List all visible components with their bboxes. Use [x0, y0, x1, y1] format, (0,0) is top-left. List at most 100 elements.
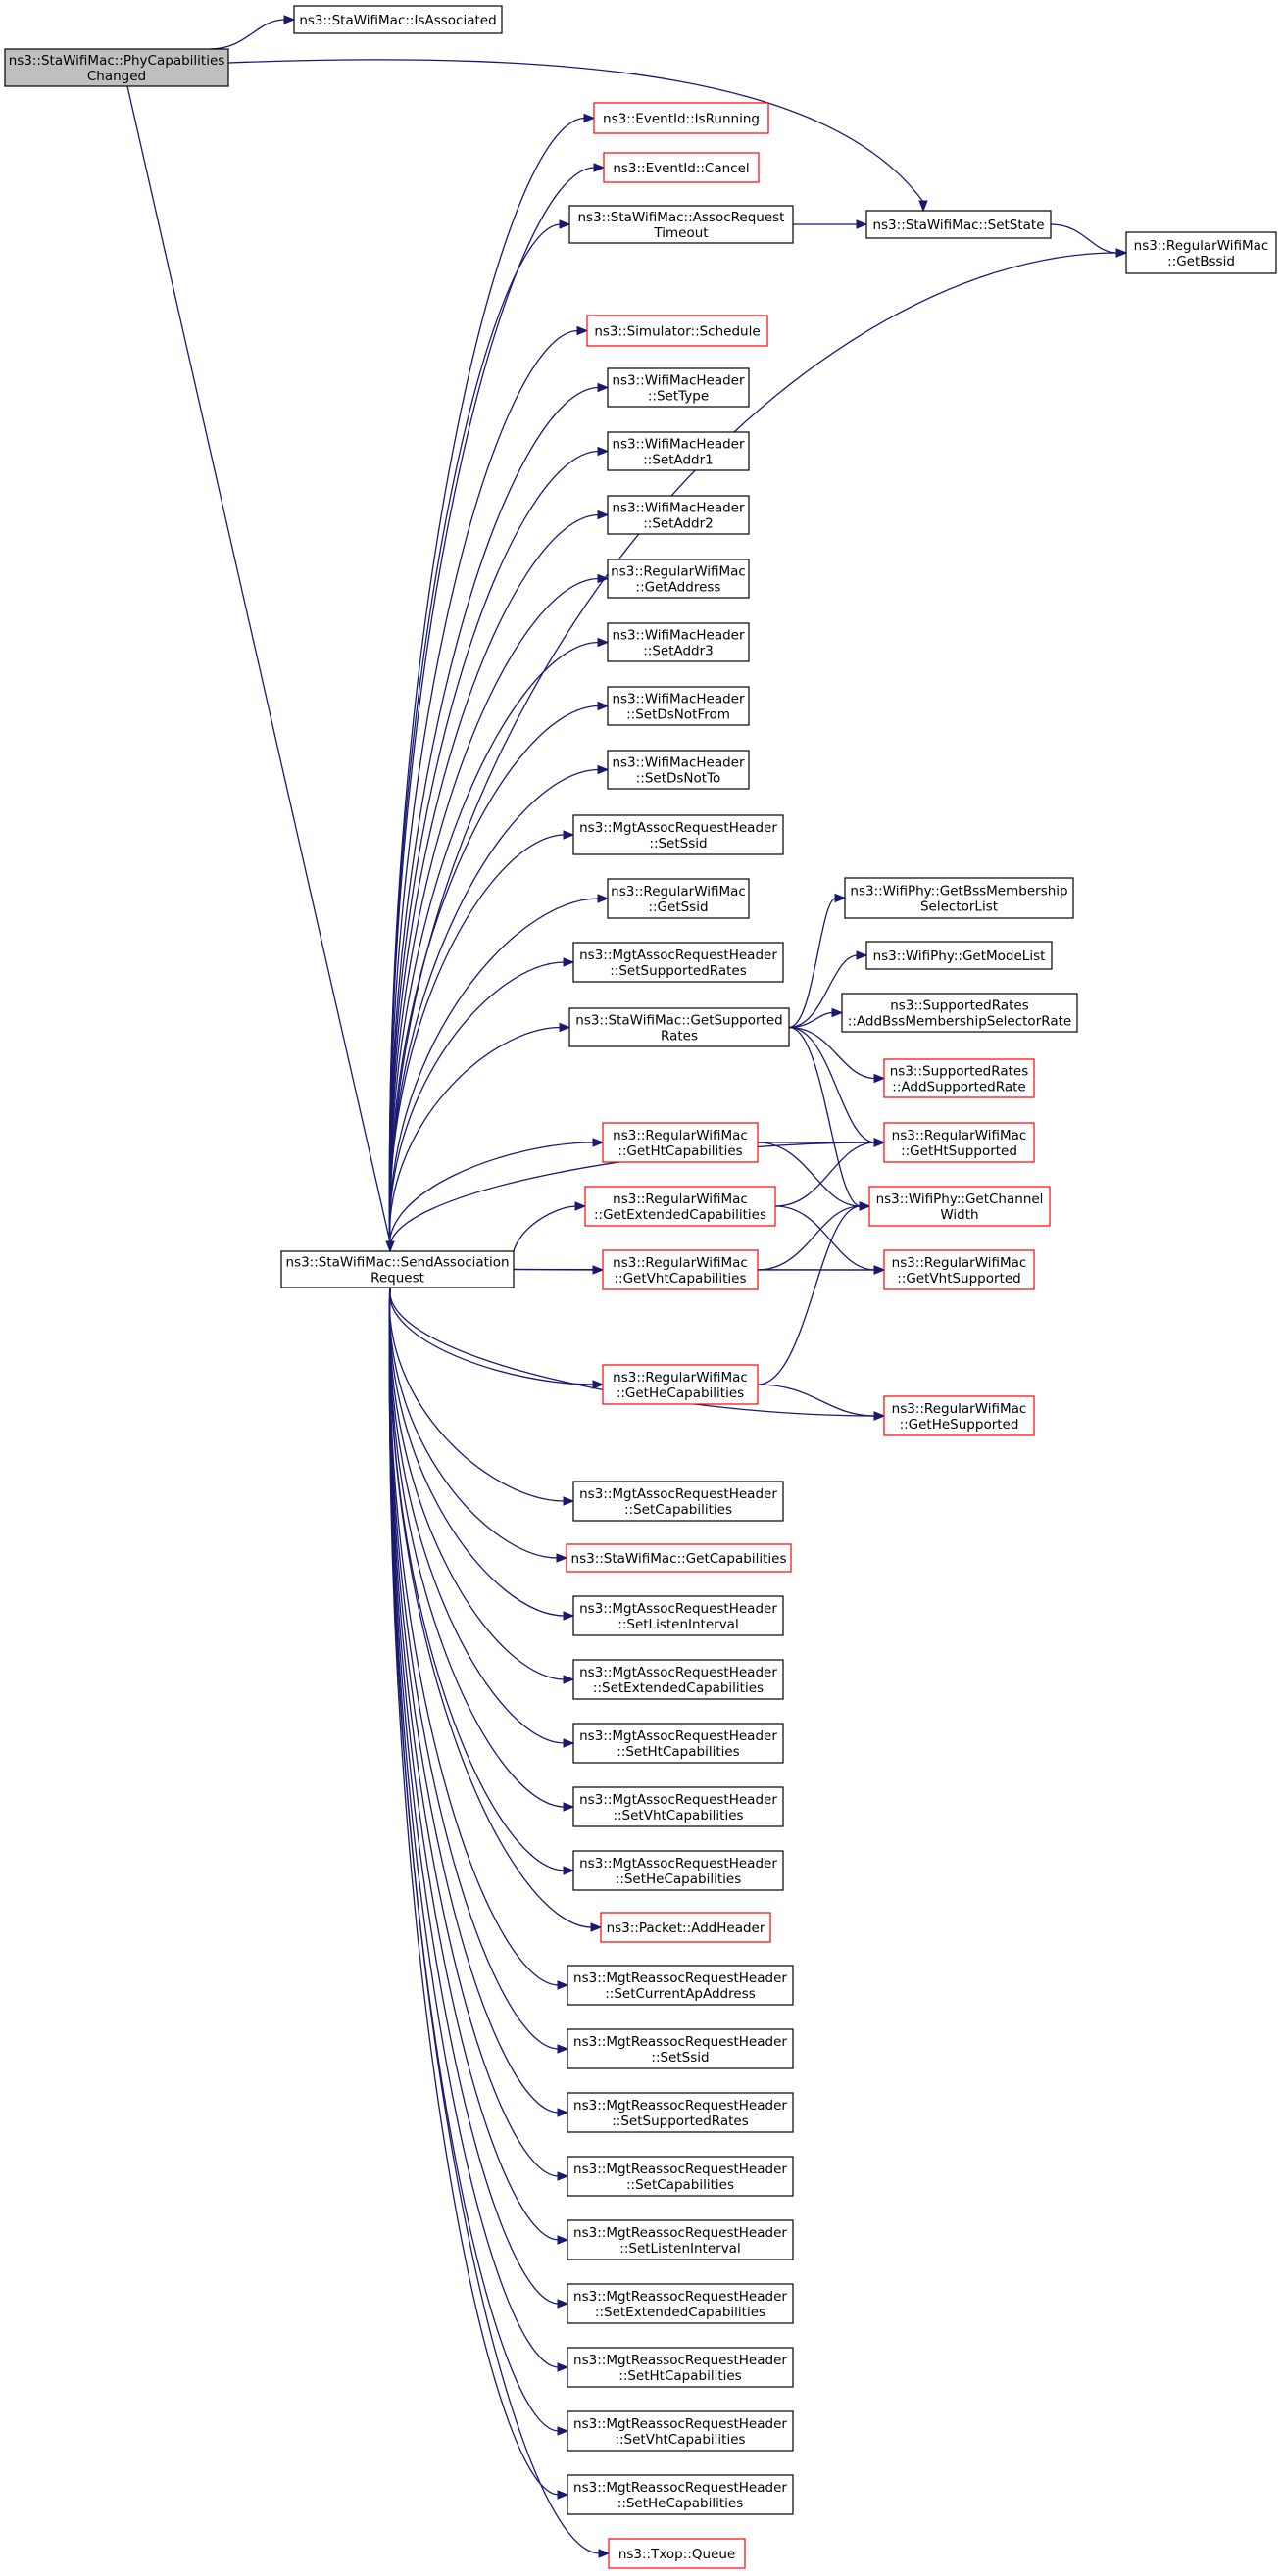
- node-get-he-capabilities[interactable]: ns3::RegularWifiMac::GetHeCapabilities: [602, 1364, 759, 1405]
- edge-assoc-req-timeout-to-set-state: [792, 219, 868, 229]
- node-mar-set-capabilities[interactable]: ns3::MgtAssocRequestHeader::SetCapabilit…: [572, 1481, 784, 1522]
- node-get-ht-capabilities[interactable]: ns3::RegularWifiMac::GetHtCapabilities: [602, 1122, 759, 1163]
- node-label-line: ::SetListenInterval: [619, 2241, 740, 2257]
- node-label-line: ns3::WifiMacHeader: [612, 692, 745, 707]
- edge-line: [209, 19, 286, 50]
- node-mar-set-he-capabilities[interactable]: ns3::MgtAssocRequestHeader::SetHeCapabil…: [572, 1850, 784, 1891]
- node-schedule[interactable]: ns3::Simulator::Schedule: [586, 315, 768, 347]
- arrowhead: [873, 1411, 886, 1421]
- node-add-supported-rate[interactable]: ns3::SupportedRates::AddSupportedRate: [883, 1058, 1035, 1098]
- node-get-extended-capabilities[interactable]: ns3::RegularWifiMac::GetExtendedCapabili…: [584, 1186, 776, 1227]
- node-box: [584, 1186, 776, 1227]
- edge-line: [757, 1205, 862, 1271]
- edge-line: [388, 1287, 560, 2368]
- node-label-line: ::SetSupportedRates: [610, 963, 747, 979]
- arrowhead: [918, 200, 928, 213]
- node-get-address[interactable]: ns3::RegularWifiMac::GetAddress: [607, 559, 750, 599]
- node-label-line: ::AddBssMembershipSelectorRate: [848, 1014, 1071, 1030]
- node-set-addr2[interactable]: ns3::WifiMacHeader::SetAddr2: [607, 495, 750, 535]
- node-set-addr3[interactable]: ns3::WifiMacHeader::SetAddr3: [607, 622, 750, 662]
- arrowhead: [873, 1138, 886, 1147]
- node-mar-set-ht-capabilities[interactable]: ns3::MgtAssocRequestHeader::SetHtCapabil…: [572, 1723, 784, 1764]
- node-get-he-supported[interactable]: ns3::RegularWifiMac::GetHeSupported: [883, 1395, 1035, 1436]
- node-box: [572, 1723, 784, 1764]
- node-label-line: ns3::WifiMacHeader: [612, 437, 745, 453]
- edge-get-he-capabilities-to-get-channel-width: [757, 1201, 871, 1385]
- node-get-mode-list[interactable]: ns3::WifiPhy::GetModeList: [865, 941, 1053, 970]
- node-mrr-set-ssid[interactable]: ns3::MgtReassocRequestHeader::SetSsid: [567, 2028, 794, 2069]
- node-get-ssid[interactable]: ns3::RegularWifiMac::GetSsid: [607, 878, 750, 919]
- node-add-header[interactable]: ns3::Packet::AddHeader: [600, 1912, 771, 1943]
- node-label-line: ::GetBssid: [1167, 254, 1235, 269]
- edge-line: [757, 1142, 862, 1207]
- node-get-vht-supported[interactable]: ns3::RegularWifiMac::GetVhtSupported: [883, 1249, 1035, 1290]
- edge-line: [388, 1142, 595, 1252]
- node-mar-set-listen-interval[interactable]: ns3::MgtAssocRequestHeader::SetListenInt…: [572, 1595, 784, 1636]
- edge-line: [388, 1287, 560, 1986]
- edge-line: [788, 1011, 834, 1029]
- node-get-bss-membership[interactable]: ns3::WifiPhy::GetBssMembershipSelectorLi…: [844, 877, 1074, 919]
- node-set-ds-not-to[interactable]: ns3::WifiMacHeader::SetDsNotTo: [607, 750, 750, 790]
- node-label-line: ns3::WifiPhy::GetModeList: [873, 948, 1046, 964]
- node-label-line: ns3::RegularWifiMac: [892, 1255, 1027, 1271]
- node-mar-set-vht-capabilities[interactable]: ns3::MgtAssocRequestHeader::SetVhtCapabi…: [572, 1786, 784, 1827]
- node-set-state[interactable]: ns3::StaWifiMac::SetState: [865, 210, 1052, 239]
- arrowhead: [583, 113, 596, 123]
- node-box: [841, 993, 1078, 1033]
- node-label-line: ::SetHtCapabilities: [618, 2368, 741, 2384]
- edge-send-assoc-request-to-set-addr1: [388, 446, 610, 1252]
- node-mrr-set-he-capabilities[interactable]: ns3::MgtReassocRequestHeader::SetHeCapab…: [567, 2474, 794, 2515]
- edge-send-assoc-request-to-get-supported-rates: [388, 1022, 571, 1252]
- node-set-ds-not-from[interactable]: ns3::WifiMacHeader::SetDsNotFrom: [607, 686, 750, 726]
- node-mrr-set-capabilities[interactable]: ns3::MgtReassocRequestHeader::SetCapabil…: [567, 2156, 794, 2197]
- edge-send-assoc-request-to-cancel: [388, 163, 606, 1252]
- node-box: [566, 1543, 792, 1573]
- node-label-line: ns3::MgtReassocRequestHeader: [573, 2162, 787, 2177]
- node-label-line: ::SetHtCapabilities: [617, 1744, 739, 1760]
- edge-line: [388, 1026, 562, 1252]
- node-mrr-set-current-ap-address[interactable]: ns3::MgtReassocRequestHeader::SetCurrent…: [567, 1965, 794, 2006]
- node-set-type[interactable]: ns3::WifiMacHeader::SetType: [607, 367, 750, 408]
- node-is-running[interactable]: ns3::EventId::IsRunning: [593, 102, 769, 134]
- arrowhead: [557, 2299, 569, 2309]
- edge-get-vht-capabilities-to-get-vht-supported: [758, 1265, 886, 1275]
- node-box: [865, 941, 1053, 970]
- node-label-line: SelectorList: [920, 899, 998, 915]
- edge-line: [388, 1287, 566, 1617]
- node-txop-queue[interactable]: ns3::Txop::Queue: [608, 2538, 746, 2569]
- edge-get-supported-rates-to-add-supported-rate: [788, 1026, 886, 1084]
- edge-line: [388, 1287, 566, 1744]
- node-mrr-set-listen-interval[interactable]: ns3::MgtReassocRequestHeader::SetListenI…: [567, 2219, 794, 2260]
- node-label-line: ns3::WifiMacHeader: [612, 755, 745, 771]
- node-get-vht-capabilities[interactable]: ns3::RegularWifiMac::GetVhtCapabilities: [602, 1249, 759, 1290]
- node-get-ht-supported[interactable]: ns3::RegularWifiMac::GetHtSupported: [883, 1122, 1035, 1163]
- node-label-line: Changed: [87, 69, 146, 84]
- node-set-addr1[interactable]: ns3::WifiMacHeader::SetAddr1: [607, 431, 750, 471]
- node-mar-set-supported-rates[interactable]: ns3::MgtAssocRequestHeader::SetSupported…: [572, 942, 784, 983]
- node-mrr-set-extended-capabilities[interactable]: ns3::MgtReassocRequestHeader::SetExtende…: [567, 2283, 794, 2324]
- node-mar-set-extended-capabilities[interactable]: ns3::MgtAssocRequestHeader::SetExtendedC…: [572, 1659, 784, 1700]
- node-add-bss-membership[interactable]: ns3::SupportedRates::AddBssMembershipSel…: [841, 993, 1078, 1033]
- node-is-associated[interactable]: ns3::StaWifiMac::IsAssociated: [293, 5, 503, 34]
- node-get-capabilities[interactable]: ns3::StaWifiMac::GetCapabilities: [566, 1543, 792, 1573]
- node-cancel[interactable]: ns3::EventId::Cancel: [603, 152, 760, 183]
- edge-send-assoc-request-to-txop-queue: [388, 1287, 611, 2558]
- edge-send-assoc-request-to-get-address: [388, 573, 610, 1252]
- arrowhead: [563, 1866, 575, 1875]
- node-mrr-set-supported-rates[interactable]: ns3::MgtReassocRequestHeader::SetSupport…: [567, 2092, 794, 2133]
- node-mar-set-ssid[interactable]: ns3::MgtAssocRequestHeader::SetSsid: [572, 814, 784, 855]
- edge-line: [388, 513, 600, 1252]
- node-mrr-set-ht-capabilities[interactable]: ns3::MgtReassocRequestHeader::SetHtCapab…: [567, 2347, 794, 2388]
- edge-send-assoc-request-to-mrr-set-capabilities: [388, 1287, 569, 2181]
- node-mrr-set-vht-capabilities[interactable]: ns3::MgtReassocRequestHeader::SetVhtCapa…: [567, 2410, 794, 2452]
- edge-send-assoc-request-to-get-capabilities: [388, 1287, 568, 1563]
- arrowhead: [556, 1553, 568, 1563]
- arrowhead: [557, 2362, 569, 2372]
- edge-line: [389, 1142, 876, 1252]
- node-box: [567, 1965, 794, 2006]
- node-get-bssid[interactable]: ns3::RegularWifiMac::GetBssid: [1125, 231, 1277, 274]
